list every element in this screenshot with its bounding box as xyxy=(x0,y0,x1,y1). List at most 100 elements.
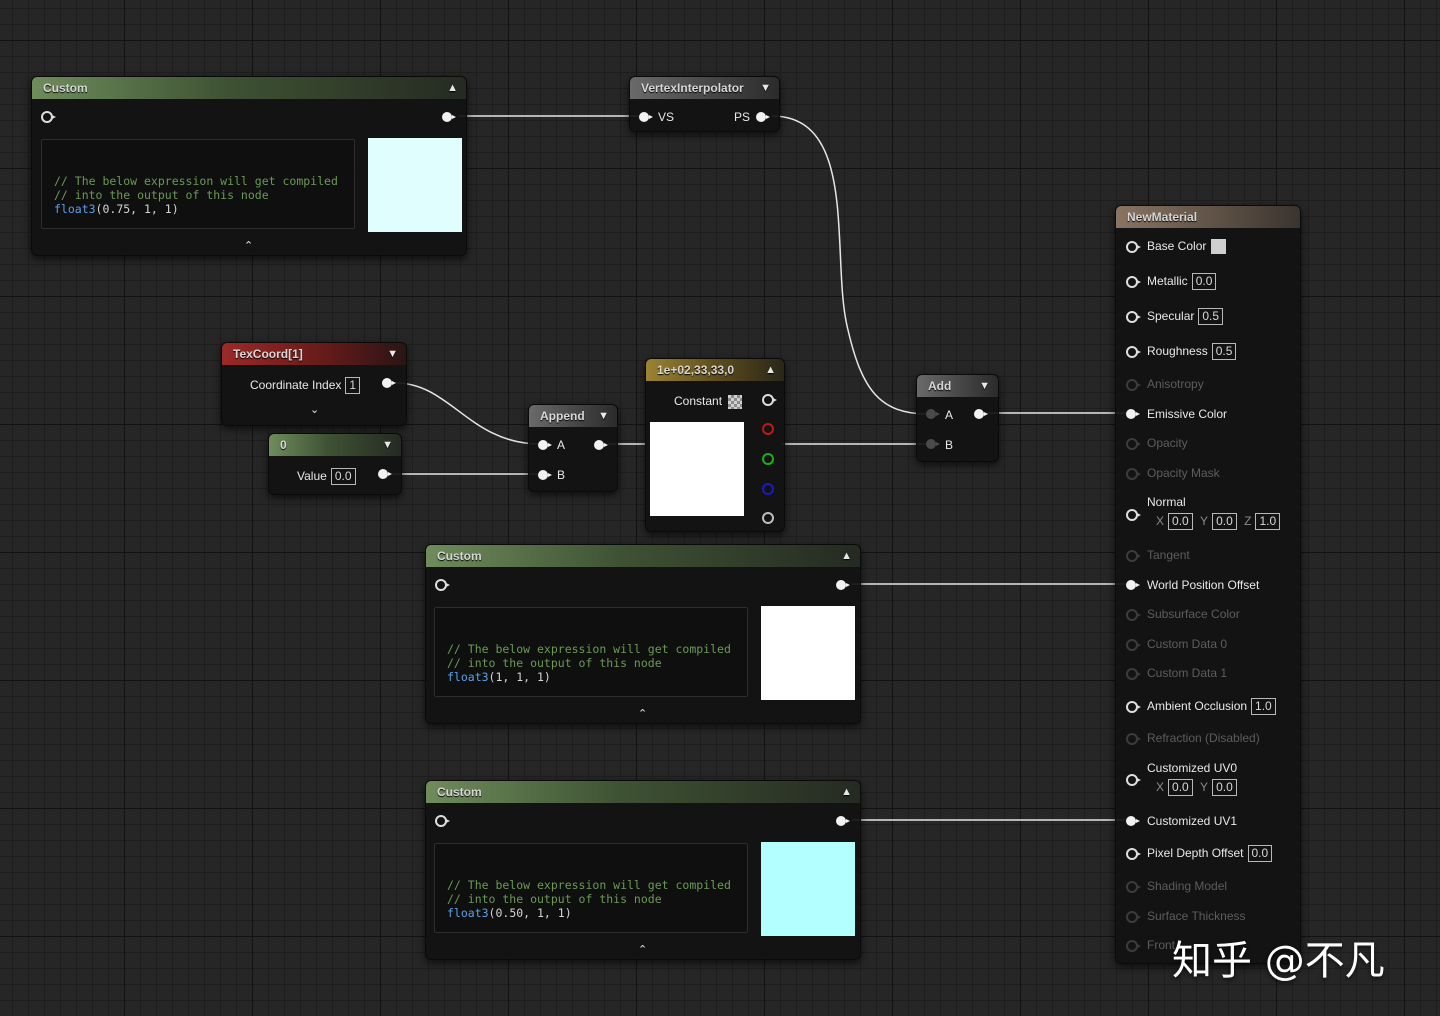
emissive-color-pin[interactable] xyxy=(1126,409,1140,419)
a-input-pin[interactable] xyxy=(926,409,940,419)
base-color-pin[interactable] xyxy=(1126,241,1141,253)
chevron-down-icon[interactable]: ▼ xyxy=(387,348,398,360)
coordinate-index-field[interactable]: 1 xyxy=(345,377,361,394)
output-pin[interactable] xyxy=(382,378,396,388)
shading-model-label: Shading Model xyxy=(1147,879,1228,893)
vertex-interpolator-node[interactable]: VertexInterpolator ▼ VS PS xyxy=(629,76,780,132)
output-pin[interactable] xyxy=(442,112,456,122)
chevron-down-icon[interactable]: ▼ xyxy=(760,82,771,94)
a-output-pin[interactable] xyxy=(762,512,774,524)
add-node[interactable]: Add ▼ A B xyxy=(916,374,999,462)
pixel-depth-offset-field[interactable]: 0.0 xyxy=(1247,845,1273,862)
normal-z-field[interactable]: 1.0 xyxy=(1255,513,1281,530)
cuv0-x-field[interactable]: 0.0 xyxy=(1168,779,1193,796)
normal-y-field[interactable]: 0.0 xyxy=(1212,513,1237,530)
output-pin[interactable] xyxy=(836,580,850,590)
pixel-depth-offset-pin[interactable] xyxy=(1126,848,1141,860)
vs-input-pin[interactable] xyxy=(639,112,653,122)
code-editor[interactable]: // The below expression will get compile… xyxy=(434,607,748,697)
subsurface-color-pin[interactable] xyxy=(1126,609,1141,621)
node-header[interactable]: VertexInterpolator ▼ xyxy=(630,77,779,99)
input-pin[interactable] xyxy=(41,111,56,123)
normal-pin[interactable] xyxy=(1126,509,1141,521)
metallic-pin[interactable] xyxy=(1126,276,1141,288)
chevron-up-icon[interactable]: ▲ xyxy=(841,786,852,798)
chevron-down-icon[interactable]: ⌄ xyxy=(310,404,320,416)
node-title: NewMaterial xyxy=(1127,210,1198,224)
base-color-swatch[interactable] xyxy=(1211,239,1227,255)
chevron-down-icon[interactable]: ▼ xyxy=(598,410,609,422)
rgba-output-pin[interactable] xyxy=(762,394,777,406)
collapse-arrow-icon[interactable]: ⌃ xyxy=(244,240,254,252)
output-pin[interactable] xyxy=(974,409,988,419)
world-position-offset-pin[interactable] xyxy=(1126,580,1140,590)
output-pin[interactable] xyxy=(594,440,608,450)
chevron-up-icon[interactable]: ▲ xyxy=(447,82,458,94)
ambient-occlusion-field[interactable]: 1.0 xyxy=(1251,698,1276,715)
b-input-pin[interactable] xyxy=(538,470,552,480)
collapse-arrow-icon[interactable]: ⌃ xyxy=(638,944,648,956)
code-function: float3 xyxy=(54,202,96,216)
ps-output-pin[interactable] xyxy=(756,112,770,122)
specular-field[interactable]: 0.5 xyxy=(1198,308,1224,325)
r-output-pin[interactable] xyxy=(762,423,774,435)
node-header[interactable]: Custom ▲ xyxy=(426,545,860,567)
constant4-node[interactable]: 1e+02,33,33,0 ▲ Constant xyxy=(645,358,785,532)
cuv0-y-field[interactable]: 0.0 xyxy=(1212,779,1237,796)
b-input-pin[interactable] xyxy=(926,439,940,449)
opacity-pin[interactable] xyxy=(1126,438,1141,450)
chevron-up-icon[interactable]: ▲ xyxy=(841,550,852,562)
custom-node-middle[interactable]: Custom ▲ // The below expression will ge… xyxy=(425,544,861,724)
node-header[interactable]: Custom ▲ xyxy=(426,781,860,803)
b-output-pin[interactable] xyxy=(762,483,774,495)
preview-swatch xyxy=(761,842,855,936)
tangent-pin[interactable] xyxy=(1126,550,1141,562)
node-header[interactable]: TexCoord[1] ▼ xyxy=(222,343,406,365)
custom-node-top[interactable]: Custom ▲ // The below expression will ge… xyxy=(31,76,467,256)
output-pin[interactable] xyxy=(836,816,850,826)
node-header[interactable]: Custom ▲ xyxy=(32,77,466,99)
custom-node-bottom[interactable]: Custom ▲ // The below expression will ge… xyxy=(425,780,861,960)
a-input-pin[interactable] xyxy=(538,440,552,450)
node-header[interactable]: Append ▼ xyxy=(529,405,617,427)
custom-data-1-pin[interactable] xyxy=(1126,668,1141,680)
input-pin[interactable] xyxy=(435,579,450,591)
chevron-down-icon[interactable]: ▼ xyxy=(382,439,393,451)
refraction-pin[interactable] xyxy=(1126,733,1141,745)
normal-x-field[interactable]: 0.0 xyxy=(1168,513,1193,530)
g-output-pin[interactable] xyxy=(762,453,774,465)
surface-thickness-pin[interactable] xyxy=(1126,911,1141,923)
opacity-mask-pin[interactable] xyxy=(1126,468,1141,480)
ambient-occlusion-pin[interactable] xyxy=(1126,701,1141,713)
node-header[interactable]: NewMaterial xyxy=(1116,206,1300,228)
code-editor[interactable]: // The below expression will get compile… xyxy=(434,843,748,933)
code-editor[interactable]: // The below expression will get compile… xyxy=(41,139,355,229)
roughness-pin[interactable] xyxy=(1126,346,1141,358)
code-args: (1, 1, 1) xyxy=(488,670,551,684)
node-header[interactable]: 0 ▼ xyxy=(269,434,401,456)
customized-uv0-pin[interactable] xyxy=(1126,774,1141,786)
metallic-field[interactable]: 0.0 xyxy=(1191,273,1217,290)
roughness-field[interactable]: 0.5 xyxy=(1211,343,1237,360)
front-pin[interactable] xyxy=(1126,940,1141,952)
node-header[interactable]: 1e+02,33,33,0 ▲ xyxy=(646,359,784,381)
node-header[interactable]: Add ▼ xyxy=(917,375,998,397)
custom-data-0-pin[interactable] xyxy=(1126,639,1141,651)
input-pin[interactable] xyxy=(435,815,450,827)
append-node[interactable]: Append ▼ A B xyxy=(528,404,618,492)
chevron-down-icon[interactable]: ▼ xyxy=(979,380,990,392)
customized-uv1-pin[interactable] xyxy=(1126,816,1140,826)
output-pin[interactable] xyxy=(378,469,392,479)
collapse-arrow-icon[interactable]: ⌃ xyxy=(638,708,648,720)
chevron-up-icon[interactable]: ▲ xyxy=(765,364,776,376)
value-field[interactable]: 0.0 xyxy=(330,468,356,485)
anisotropy-pin[interactable] xyxy=(1126,379,1141,391)
specular-pin[interactable] xyxy=(1126,311,1141,323)
shading-model-pin[interactable] xyxy=(1126,881,1141,893)
